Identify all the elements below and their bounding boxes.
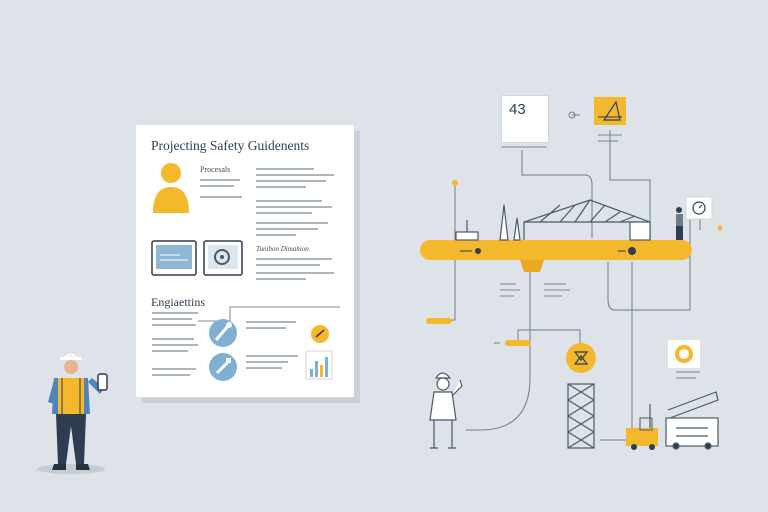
excavator-icon — [665, 391, 719, 450]
document-illustrations — [151, 163, 340, 381]
step-number: 43 — [509, 101, 526, 118]
crane-icon — [455, 199, 651, 241]
connector-lines — [440, 114, 701, 441]
tool-icon — [209, 353, 237, 381]
safety-document: Projecting Safety Guidenents Procesals T… — [136, 125, 354, 397]
document-subtitle: Procesals — [200, 165, 231, 174]
gear-monitor-icon — [203, 240, 243, 276]
document-title: Projecting Safety Guidenents — [151, 138, 310, 153]
timer-icon — [566, 343, 596, 373]
timeline-bar — [420, 240, 692, 272]
forklift-icon — [626, 404, 658, 450]
connector-dots — [452, 111, 723, 231]
hard-hat-worker-icon — [429, 372, 463, 449]
clock-icon — [685, 196, 713, 220]
text-lines — [152, 168, 334, 376]
ring-badge-icon — [668, 340, 700, 368]
bar-chart-icon — [305, 350, 333, 380]
document-subtitle: Tunibon Dimahion — [256, 245, 309, 253]
caption-lines — [500, 134, 700, 379]
badge-icon — [311, 325, 329, 343]
wrench-icon — [209, 319, 237, 347]
accent-dashes — [426, 318, 531, 346]
section-heading: Engiaettins — [151, 295, 205, 309]
step-number-card: 43 — [501, 95, 549, 143]
scaffold-tower-icon — [567, 383, 595, 449]
worker-small-icon — [676, 207, 683, 240]
user-avatar-icon — [153, 163, 189, 213]
monitor-icon — [151, 240, 197, 276]
caution-sign-icon — [594, 97, 626, 125]
